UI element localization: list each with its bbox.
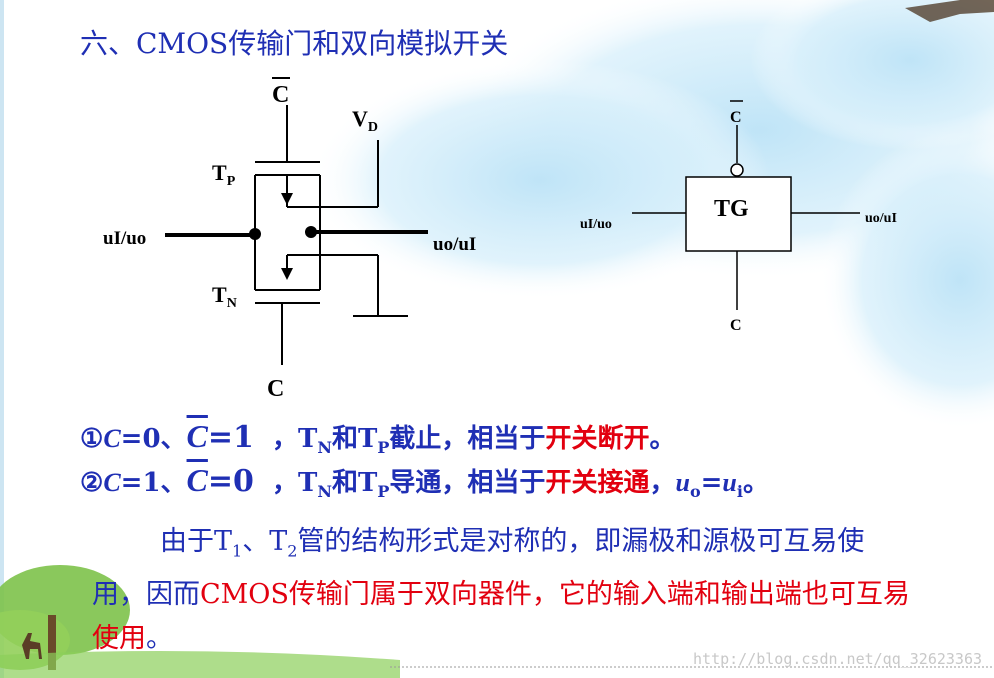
c-bar-var: C	[186, 462, 208, 498]
end-punct: 。	[742, 468, 769, 498]
condition-line-2: ②C=1、C=0 ，TN和TP导通，相当于开关接通，uo=ui。	[80, 462, 769, 501]
result-text: 开关断开	[545, 424, 650, 454]
tg-left-port-label: uI/uo	[580, 217, 612, 232]
uo-var: u	[675, 468, 690, 497]
para-part3: 管的结构形式是对称的，即漏极和源极可互易使用，因而	[92, 526, 865, 611]
tp-text: T	[358, 468, 378, 498]
equals-zero: =0、	[120, 424, 187, 454]
c-var: C	[103, 468, 121, 497]
equals-one: =1	[207, 420, 254, 455]
comma: ，	[649, 468, 676, 498]
uo-sub: o	[689, 482, 701, 502]
output-node-dot	[305, 226, 317, 238]
tp-sub: P	[377, 482, 390, 502]
para-part1: 由于T	[160, 526, 233, 557]
tp-sub: P	[377, 438, 390, 458]
para-part2: 、T	[242, 526, 288, 557]
tg-c-bottom-label: C	[730, 317, 742, 334]
tn-text: T	[298, 468, 318, 498]
result-text: 开关接通	[545, 468, 650, 498]
tn-sub: N	[317, 482, 333, 502]
para-red-text: CMOS传输门属于双向器件，它的输入端和输出端也可互易使用	[92, 579, 910, 655]
pmos-arrow-icon	[281, 193, 293, 205]
ui-var: u	[722, 468, 737, 497]
para-sub2: 2	[287, 541, 298, 561]
tp-text: T	[358, 424, 378, 454]
para-end: 。	[146, 623, 173, 655]
and-text: 和	[332, 468, 359, 498]
cmos-transmission-gate-diagram: C VD TP TN uI/uo uo/uI C TG C C uI/uo uo…	[103, 77, 897, 402]
input-node-dot	[249, 228, 261, 240]
separator: ，	[272, 468, 299, 498]
equals-one: =1、	[120, 468, 187, 498]
equals-sign: =	[700, 468, 723, 498]
left-port-label: uI/uo	[103, 228, 146, 249]
tg-c-bar-label: C	[730, 109, 742, 126]
tn-sub: N	[317, 438, 333, 458]
condition-line-1: ①C=0、C=1 ，TN和TP截止，相当于开关断开。	[80, 418, 675, 457]
page-title: 六、CMOS传输门和双向模拟开关	[80, 27, 509, 60]
tg-box-label: TG	[714, 196, 749, 222]
tg-right-port-label: uo/uI	[865, 211, 897, 226]
state-text: 截止，相当于	[389, 424, 546, 454]
and-text: 和	[332, 424, 359, 454]
circled-number-1: ①	[80, 424, 104, 454]
bird-decoration	[905, 0, 994, 22]
c-bar-label: C	[272, 82, 289, 108]
tp-label: TP	[212, 160, 236, 189]
watermark-url: http://blog.csdn.net/qq_32623363	[693, 650, 982, 668]
tn-text: T	[298, 424, 318, 454]
c-bar-var: C	[186, 418, 208, 454]
explanation-paragraph: 由于T1、T2管的结构形式是对称的，即漏极和源极可互易使用，因而CMOS传输门属…	[92, 520, 912, 661]
para-sub1: 1	[232, 541, 243, 561]
c-bottom-label: C	[267, 376, 284, 402]
end-punct: 。	[649, 424, 676, 454]
tn-label: TN	[212, 282, 237, 311]
equals-zero: =0	[207, 464, 254, 499]
right-port-label: uo/uI	[433, 234, 476, 255]
c-var: C	[103, 424, 121, 453]
circled-number-2: ②	[80, 468, 104, 498]
vd-label: VD	[352, 106, 378, 135]
ui-sub: i	[736, 482, 743, 502]
separator: ，	[272, 424, 299, 454]
state-text: 导通，相当于	[389, 468, 546, 498]
nmos-arrow-icon	[281, 268, 293, 280]
deer-decoration	[22, 633, 42, 659]
